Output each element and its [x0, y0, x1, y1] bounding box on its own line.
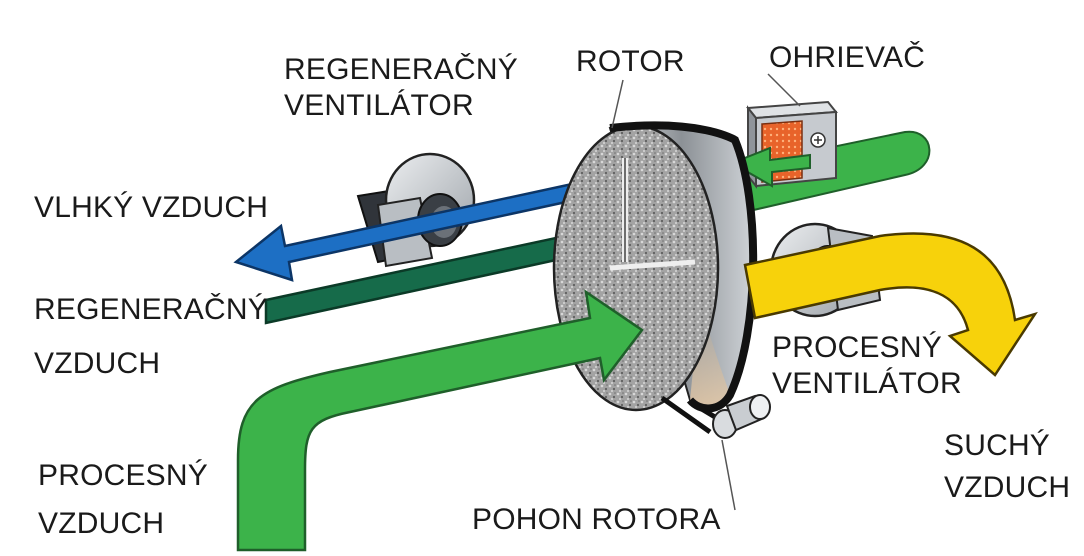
label-rotor-drive: POHON ROTORA — [472, 503, 721, 536]
humid-air-arrow — [233, 176, 605, 282]
label-regeneration-fan: REGENERAČNÝ VENTILÁTOR — [284, 53, 518, 122]
rotor — [552, 121, 758, 413]
dry-air-arrow — [743, 232, 1038, 377]
label-process-air: PROCESNÝ VZDUCH — [38, 459, 208, 540]
label-humid-air: VLHKÝ VZDUCH — [34, 191, 269, 224]
label-process-fan: PROCESNÝ VENTILÁTOR — [772, 331, 962, 400]
process-air-loop — [744, 130, 931, 214]
heater-inflow-arrow — [729, 146, 811, 188]
process-air-arrow — [236, 289, 644, 552]
label-rotor: ROTOR — [576, 45, 685, 78]
label-dry-air: SUCHÝ VZDUCH — [944, 429, 1071, 504]
rotor-drive — [660, 394, 771, 511]
label-regeneration-air: REGENERAČNÝ VZDUCH — [34, 293, 268, 380]
label-heater: OHRIEVAČ — [769, 41, 926, 74]
